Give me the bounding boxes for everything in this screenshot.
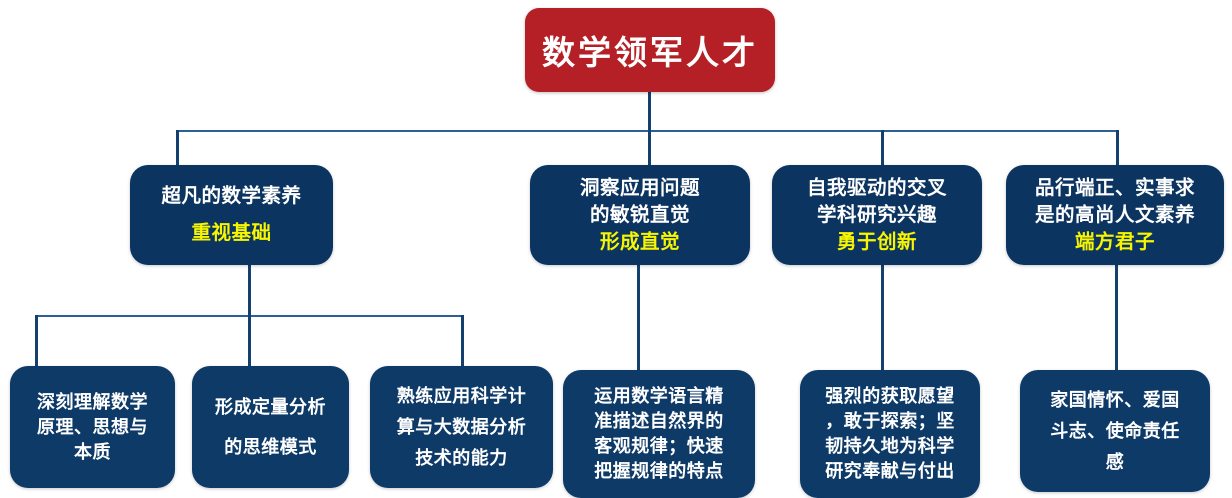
node-l3-5[interactable]: 强烈的获取愿望 ，敢于探索；坚 韧持久地为科学 研究奉献与付出 [800, 370, 980, 498]
node-l3-1-line-2: 原理、思想与 [37, 416, 148, 437]
node-l3-3[interactable]: 熟练应用科学计 算与大数据分析 技术的能力 [370, 366, 553, 488]
connector-to-l3-4 [637, 265, 640, 370]
connector-to-l3-6 [1115, 265, 1118, 370]
node-l2-2[interactable]: 洞察应用问题 的敏锐直觉 形成直觉 [530, 165, 750, 265]
node-l3-5-line-1: 强烈的获取愿望 [825, 386, 955, 406]
connector-to-l3-1 [35, 315, 38, 366]
node-l2-1-line-1: 超凡的数学素养 [161, 185, 302, 207]
node-l3-1-line-3: 本质 [74, 441, 111, 462]
connector-to-l3-5 [881, 265, 884, 370]
node-l3-1-line-1: 深刻理解数学 [37, 391, 148, 412]
node-l2-2-line-1: 洞察应用问题 [579, 176, 700, 199]
node-l3-3-line-2: 算与大数据分析 [396, 416, 527, 437]
connector-to-l3-2 [248, 315, 251, 366]
root-node[interactable]: 数学领军人才 [525, 8, 775, 92]
node-l3-1[interactable]: 深刻理解数学 原理、思想与 本质 [10, 366, 175, 488]
node-l3-6[interactable]: 家国情怀、爱国 斗志、使命责任 感 [1020, 370, 1210, 492]
node-l3-4-line-1: 运用数学语言精 [594, 386, 724, 406]
node-l2-3[interactable]: 自我驱动的交叉 学科研究兴趣 勇于创新 [772, 165, 982, 265]
node-l2-3-accent: 勇于创新 [836, 230, 917, 253]
node-l2-4-line-2: 是的高尚人文素养 [1034, 203, 1195, 226]
root-node-label: 数学领军人才 [542, 34, 758, 71]
node-l3-5-line-3: 韧持久地为科学 [825, 436, 955, 456]
node-l3-6-line-3: 感 [1105, 451, 1125, 472]
node-l3-6-line-1: 家国情怀、爱国 [1050, 389, 1180, 410]
node-l2-4[interactable]: 品行端正、实事求 是的高尚人文素养 端方君子 [1006, 165, 1224, 265]
node-l2-1[interactable]: 超凡的数学素养 重视基础 [130, 165, 333, 265]
connector-to-l2-1 [176, 130, 179, 165]
node-l3-2-line-1: 形成定量分析 [215, 397, 326, 417]
node-l3-4-line-2: 准描述自然界的 [594, 411, 724, 431]
node-l3-5-line-4: 研究奉献与付出 [825, 461, 955, 481]
node-l3-4-line-4: 把握规律的特点 [594, 461, 724, 481]
node-l3-4[interactable]: 运用数学语言精 准描述自然界的 客观规律；快速 把握规律的特点 [563, 370, 755, 498]
node-l3-4-line-3: 客观规律；快速 [594, 436, 724, 456]
node-l3-3-line-1: 熟练应用科学计 [396, 385, 527, 406]
connector-to-l2-2 [648, 130, 651, 165]
connector-to-l2-4 [1116, 130, 1119, 165]
node-l2-3-line-1: 自我驱动的交叉 [806, 176, 947, 199]
connector-level1-bus [177, 130, 1118, 132]
connector-l2-1-stem [248, 265, 251, 315]
node-l3-2-line-2: 的思维模式 [224, 437, 317, 457]
connector-root-stem [648, 92, 651, 132]
connector-to-l3-3 [461, 315, 464, 366]
node-l3-5-line-2: ，敢于探索；坚 [825, 411, 955, 431]
node-l3-3-line-3: 技术的能力 [415, 447, 508, 468]
node-l2-1-accent: 重视基础 [191, 222, 272, 244]
node-l3-2[interactable]: 形成定量分析 的思维模式 [192, 366, 349, 488]
node-l2-4-line-1: 品行端正、实事求 [1034, 176, 1195, 199]
node-l2-4-accent: 端方君子 [1074, 230, 1155, 253]
node-l3-6-line-2: 斗志、使命责任 [1050, 420, 1180, 441]
node-l2-2-line-2: 的敏锐直觉 [589, 203, 690, 226]
connector-to-l2-3 [881, 130, 884, 165]
node-l2-2-accent: 形成直觉 [599, 230, 680, 253]
node-l2-3-line-2: 学科研究兴趣 [816, 203, 937, 226]
